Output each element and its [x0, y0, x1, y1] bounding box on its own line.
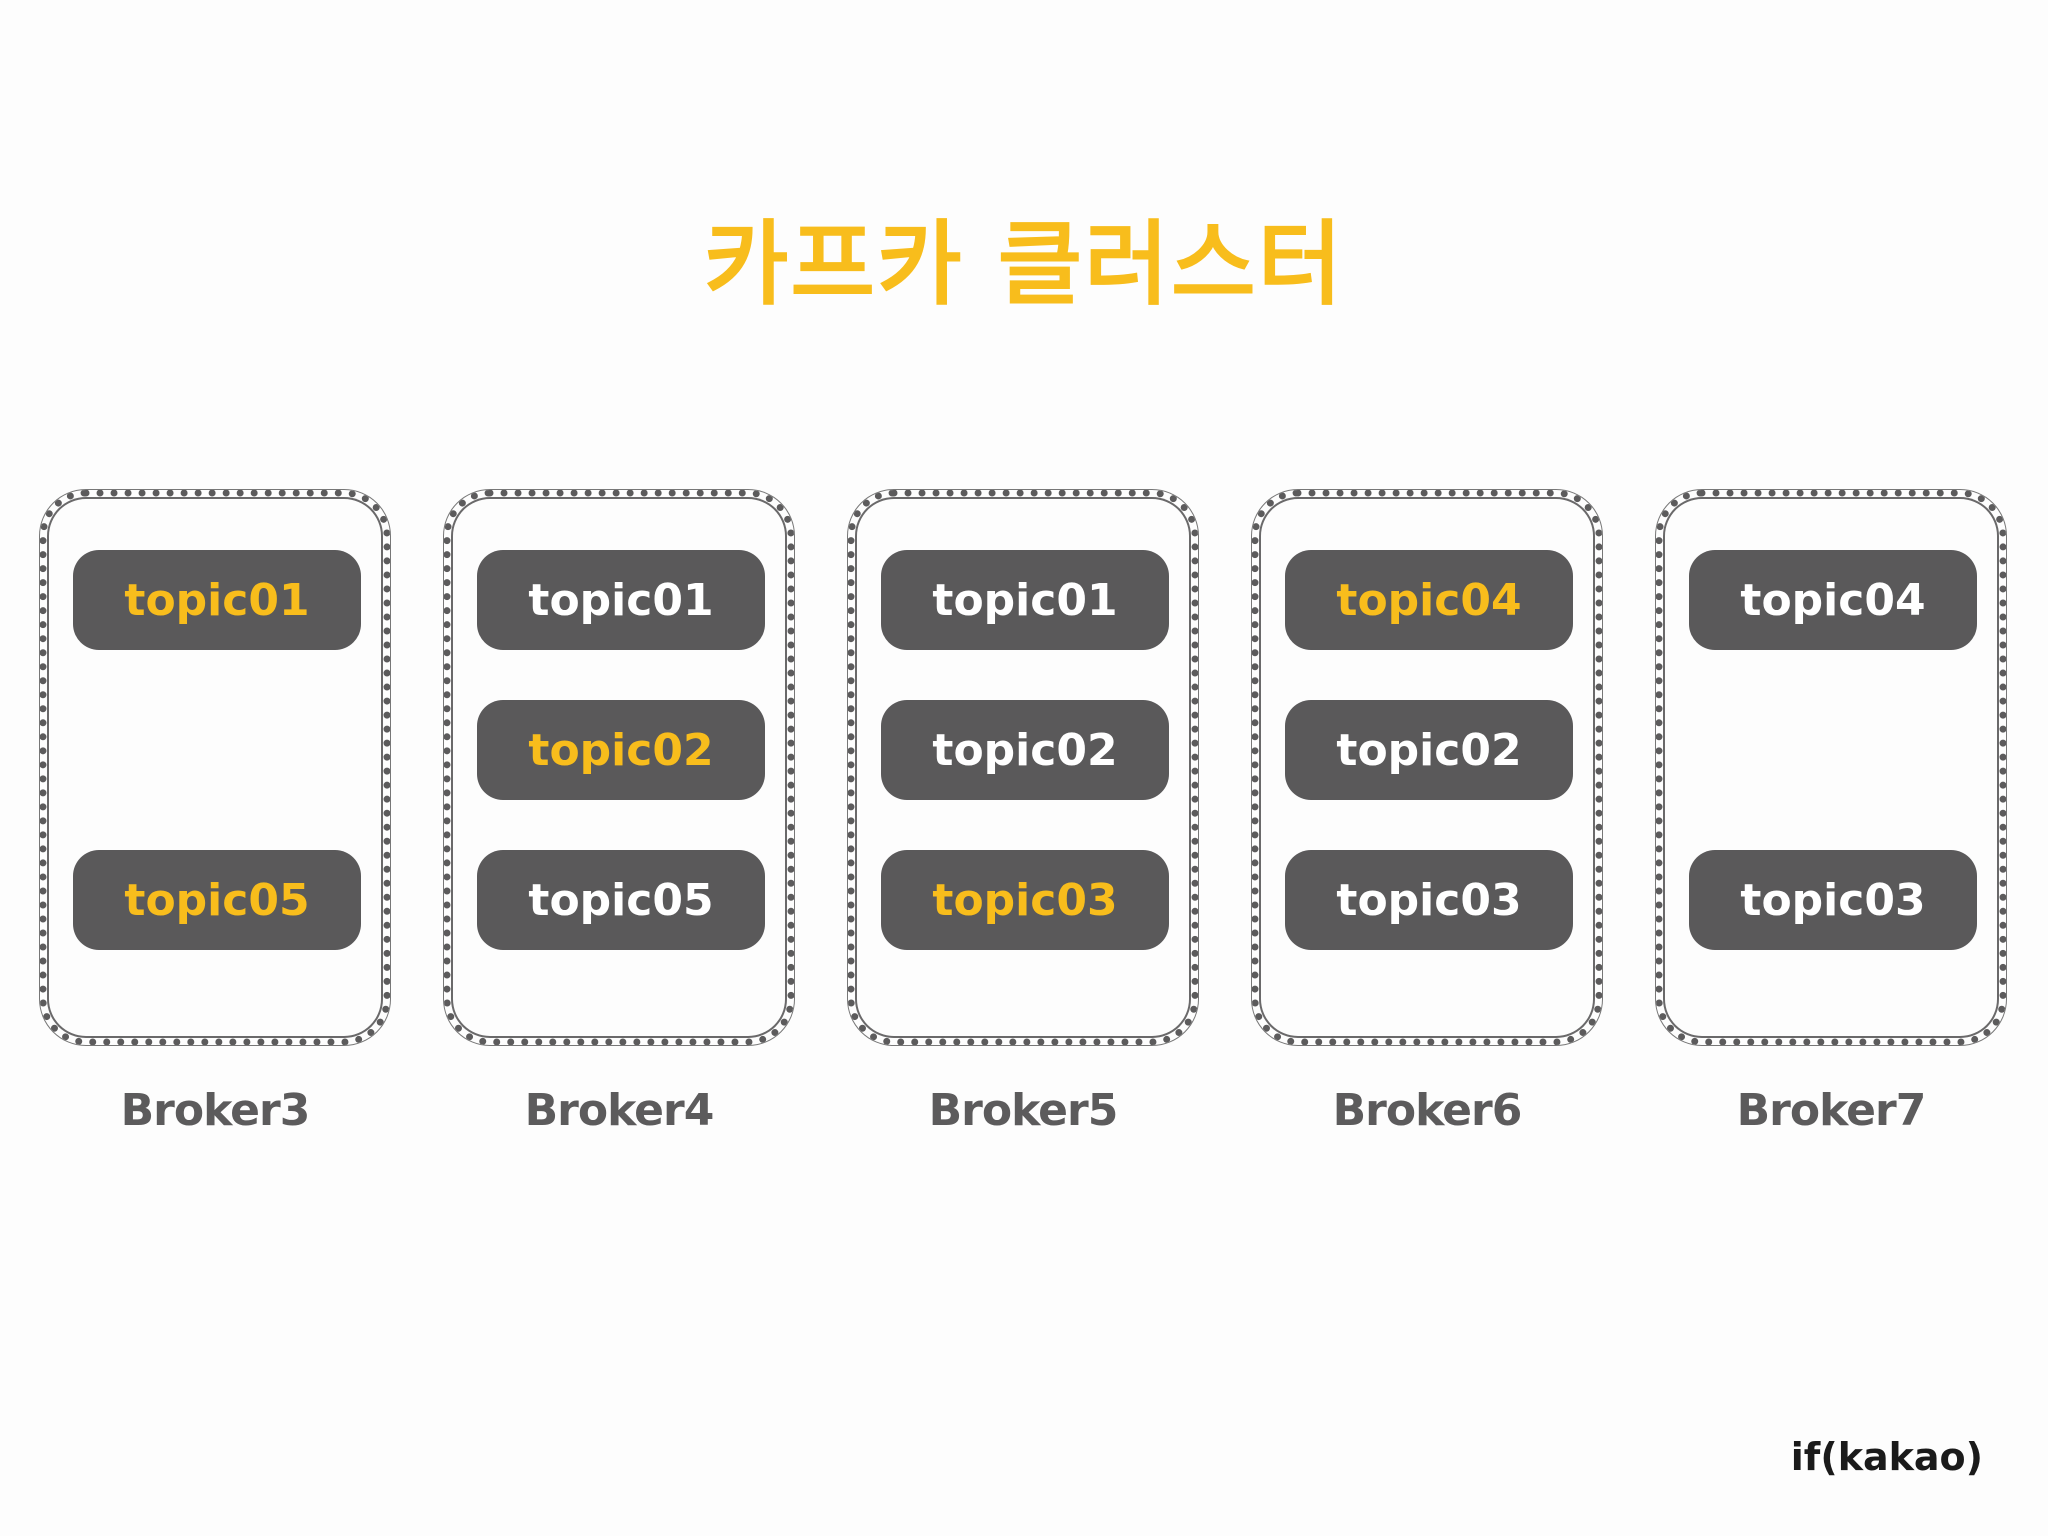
kakao-logo: if(kakao) [1790, 1435, 1983, 1479]
topic-partition: topic02 [1285, 700, 1573, 800]
broker-label: Broker5 [928, 1085, 1119, 1136]
topic-partition: topic02 [881, 700, 1169, 800]
broker-label: Broker4 [524, 1085, 715, 1136]
broker-box: topic01 topic05 [40, 490, 390, 1045]
broker-box: topic04 topic02 topic03 [1252, 490, 1602, 1045]
broker-label: Broker6 [1332, 1085, 1523, 1136]
topic-partition: topic04 [1689, 550, 1977, 650]
topic-partition: topic03 [1689, 850, 1977, 950]
broker-label: Broker7 [1736, 1085, 1927, 1136]
diagram-title: 카프카 클러스터 [703, 211, 1345, 318]
topic-partition: topic04 [1285, 550, 1573, 650]
topic-partition: topic02 [477, 700, 765, 800]
topic-partition: topic03 [1285, 850, 1573, 950]
broker-box: topic04 topic03 [1656, 490, 2006, 1045]
topic-partition: topic05 [73, 850, 361, 950]
topic-partition: topic03 [881, 850, 1169, 950]
topic-partition: topic01 [73, 550, 361, 650]
broker-label: Broker3 [120, 1085, 311, 1136]
topic-partition: topic05 [477, 850, 765, 950]
topic-partition: topic01 [881, 550, 1169, 650]
broker-box: topic01 topic02 topic03 [848, 490, 1198, 1045]
broker-box: topic01 topic02 topic05 [444, 490, 794, 1045]
topic-partition: topic01 [477, 550, 765, 650]
